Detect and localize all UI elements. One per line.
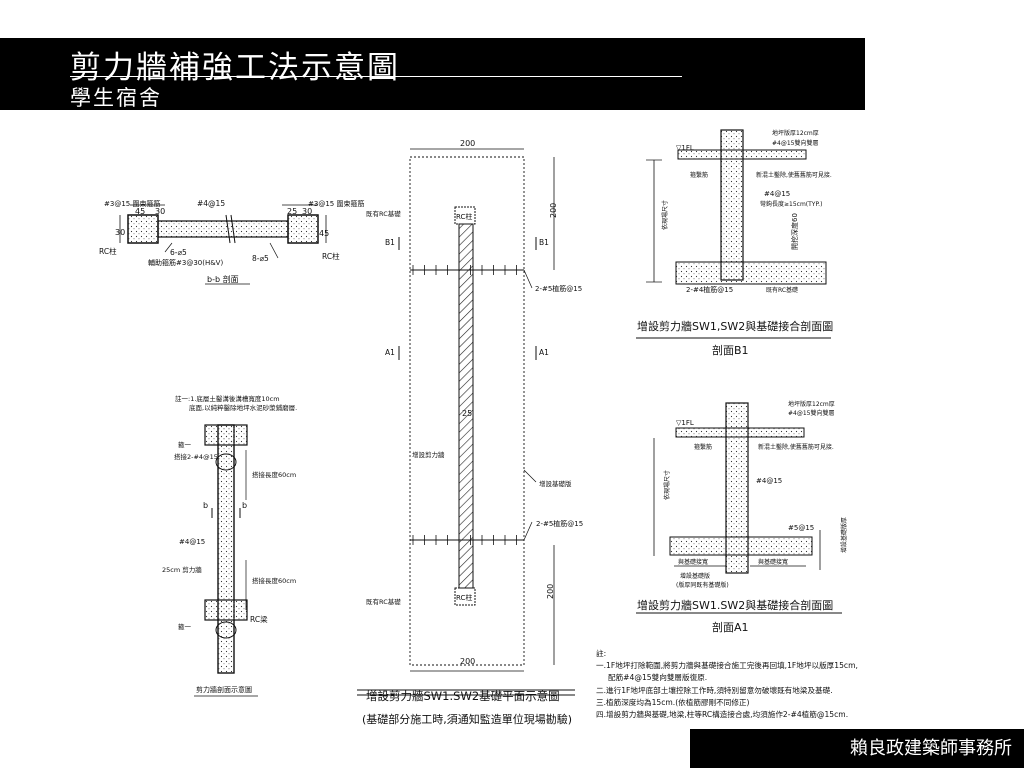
a1-width-left: 與基礎接寬 [678,558,708,566]
note-2: 二.進行1F地坪底部土壤控除工作時,須特別留意勿破壞既有地梁及基礎. [596,685,833,695]
note-1b: 配筋#4@15雙向雙層版復原. [608,673,708,683]
plan-b1-left: B1 [385,238,395,247]
a1-new-found: 增設基礎版 [680,572,710,580]
bb-rc-column-left: RC柱 [99,246,117,256]
plan-existing-found-bottom: 既有RC基礎 [366,597,401,606]
elev-note-line2: 底面,以純粹鑿除地坪水泥砂漿鋪磨層. [189,403,297,412]
bb-section-drawing [119,204,327,285]
bb-dim-45-right: 45 [319,229,329,238]
b1-depth-60: 開挖深度60 [790,213,799,250]
b1-slab-label: 地坪版厚12cm厚 [772,129,819,137]
b1-slab-bar: #4@15雙向雙層 [772,139,818,147]
general-notes: 註: 一.1F地坪打除範圍,將剪力牆與基礎接合施工完後再回填,1F地坪以版厚15… [596,648,896,721]
plan-dowel-top: 2-#5植筋@15 [535,284,582,293]
bb-main-bar-label: #4@15 [197,199,225,208]
bb-tie-left-label: #3@15 圍束箍筋 [104,199,160,208]
elev-note-line1: 註一:1.底層土鑿溝後溝槽寬度10cm [175,394,280,403]
a1-slab-label: 地坪版厚12cm厚 [788,400,835,408]
elev-lap-upper: 搭接長度60cm [252,470,296,479]
b1-anchor-note: 彎鉤長度≥15cm(TYP.) [760,200,822,208]
a1-floor-level: ▽1FL [676,419,694,427]
page-title: 剪力牆補強工法示意圖 [70,50,400,86]
plan-dim-right-top: 200 [549,203,558,218]
a1-bar5-label: #5@15 [788,524,814,532]
plan-a1-right: A1 [539,348,549,357]
b1-subtitle: 剖面B1 [712,343,749,357]
b1-concrete-note: 新混土鑿除,使舊舊筋可見接. [756,171,832,179]
elev-wall-label: 25cm 剪力牆 [162,565,202,574]
elev-lap-lower: 搭接長度60cm [252,576,296,585]
foundation-plan-drawing [357,148,575,696]
plan-b1-right: B1 [539,238,549,247]
notes-heading: 註: [596,649,607,658]
plan-wall-25: 25 [462,409,472,418]
plan-rc-column-bottom: RC柱 [456,593,472,602]
note-3: 三.植筋深度均為15cm.(依植筋膠剛不同修正) [596,697,750,707]
a1-tie-label: 箍繫筋 [694,443,712,451]
bb-aux-tie-label: 輔助箍筋#3@30(H&V) [148,258,223,267]
b1-existing-rc: 既有RC基礎 [766,286,798,294]
page-subtitle: 學生宿舍 [70,86,162,110]
wall-elevation-drawing [194,424,258,697]
title-bar [0,38,865,110]
section-a1-drawing [636,402,842,614]
b1-bottom-dowel: 2-#4植筋@15 [686,285,733,294]
elev-b-right: b [242,501,247,510]
a1-caption: 增設剪力牆SW1.SW2與基礎接合剖面圖 [637,598,833,612]
a1-field-dim: 依現場尺寸 [663,470,671,500]
a1-new-found-note: (版厚同既有基礎版) [676,581,729,589]
a1-width-right: 與基礎接寬 [758,558,788,566]
note-1a: 一.1F地坪打除範圍,將剪力牆與基礎接合施工完後再回填,1F地坪以版厚15cm, [596,661,858,671]
elev-rc-beam: RC梁 [250,615,268,624]
bb-8d5-label: 8-⌀5 [252,254,269,263]
title-underline [70,76,682,77]
b1-caption: 增設剪力牆SW1,SW2與基礎接合剖面圖 [637,319,833,333]
elev-b-left: b [203,501,208,510]
note-4: 四.增設剪力牆與基礎,地梁,柱等RC構造接合處,均須施作2-#4植筋@15cm. [596,710,849,720]
a1-slab-bar: #4@15雙向雙層 [788,409,834,417]
bb-dim-30-left: 30 [155,207,165,216]
plan-rc-column-top: RC柱 [456,212,472,221]
bb-rc-column-right: RC柱 [322,251,340,261]
b1-bar-label: #4@15 [764,190,790,198]
elev-caption: 剪力牆剖面示意圖 [196,685,252,694]
plan-dowel-bottom: 2-#5植筋@15 [536,519,583,528]
a1-concrete-note: 新混土鑿除,使舊舊筋可見接. [758,443,834,451]
elev-top-bar-label: 搭接2-#4@15 [174,452,218,461]
bb-dim-30-side: 30 [115,228,125,237]
bb-tie-right-label: #3@15 圍束箍筋 [308,199,364,208]
section-b1-drawing [636,129,831,339]
plan-existing-found-top: 既有RC基礎 [366,209,401,218]
bb-dim-30-right: 30 [302,207,312,216]
bb-6d5-label: 6-⌀5 [170,248,187,257]
elev-label-bottom: 箍一 [178,622,192,631]
elev-label-top: 箍一 [178,440,192,449]
a1-subtitle: 剖面A1 [712,620,749,634]
b1-tie-label: 箍繫筋 [690,171,708,179]
plan-dim-bottom: 200 [460,657,475,666]
plan-dim-right-bottom: 200 [546,584,555,599]
plan-a1-left: A1 [385,348,395,357]
bb-section-caption: b-b 剖面 [207,274,239,284]
bb-dim-45-left: 45 [135,207,145,216]
plan-caption-note: (基礎部分施工時,須通知監造單位現場勘驗) [362,712,572,726]
plan-dim-top: 200 [460,139,475,148]
a1-found-thickness: 增設基礎版厚 [840,517,848,553]
plan-new-wall-label: 增設剪力牆 [412,450,445,459]
firm-name: 賴良政建築師事務所 [690,729,1024,768]
bb-dim-25-right: 25 [287,207,297,216]
a1-bar-label: #4@15 [756,477,782,485]
b1-field-dim: 依現場尺寸 [661,200,669,230]
plan-caption: 增設剪力牆SW1.SW2基礎平面示意圖 [366,689,560,703]
plan-new-found-label: 增設基礎版 [539,479,572,488]
b1-floor-level: ▽1FL [676,144,694,152]
elev-bar-label: #4@15 [179,538,205,546]
